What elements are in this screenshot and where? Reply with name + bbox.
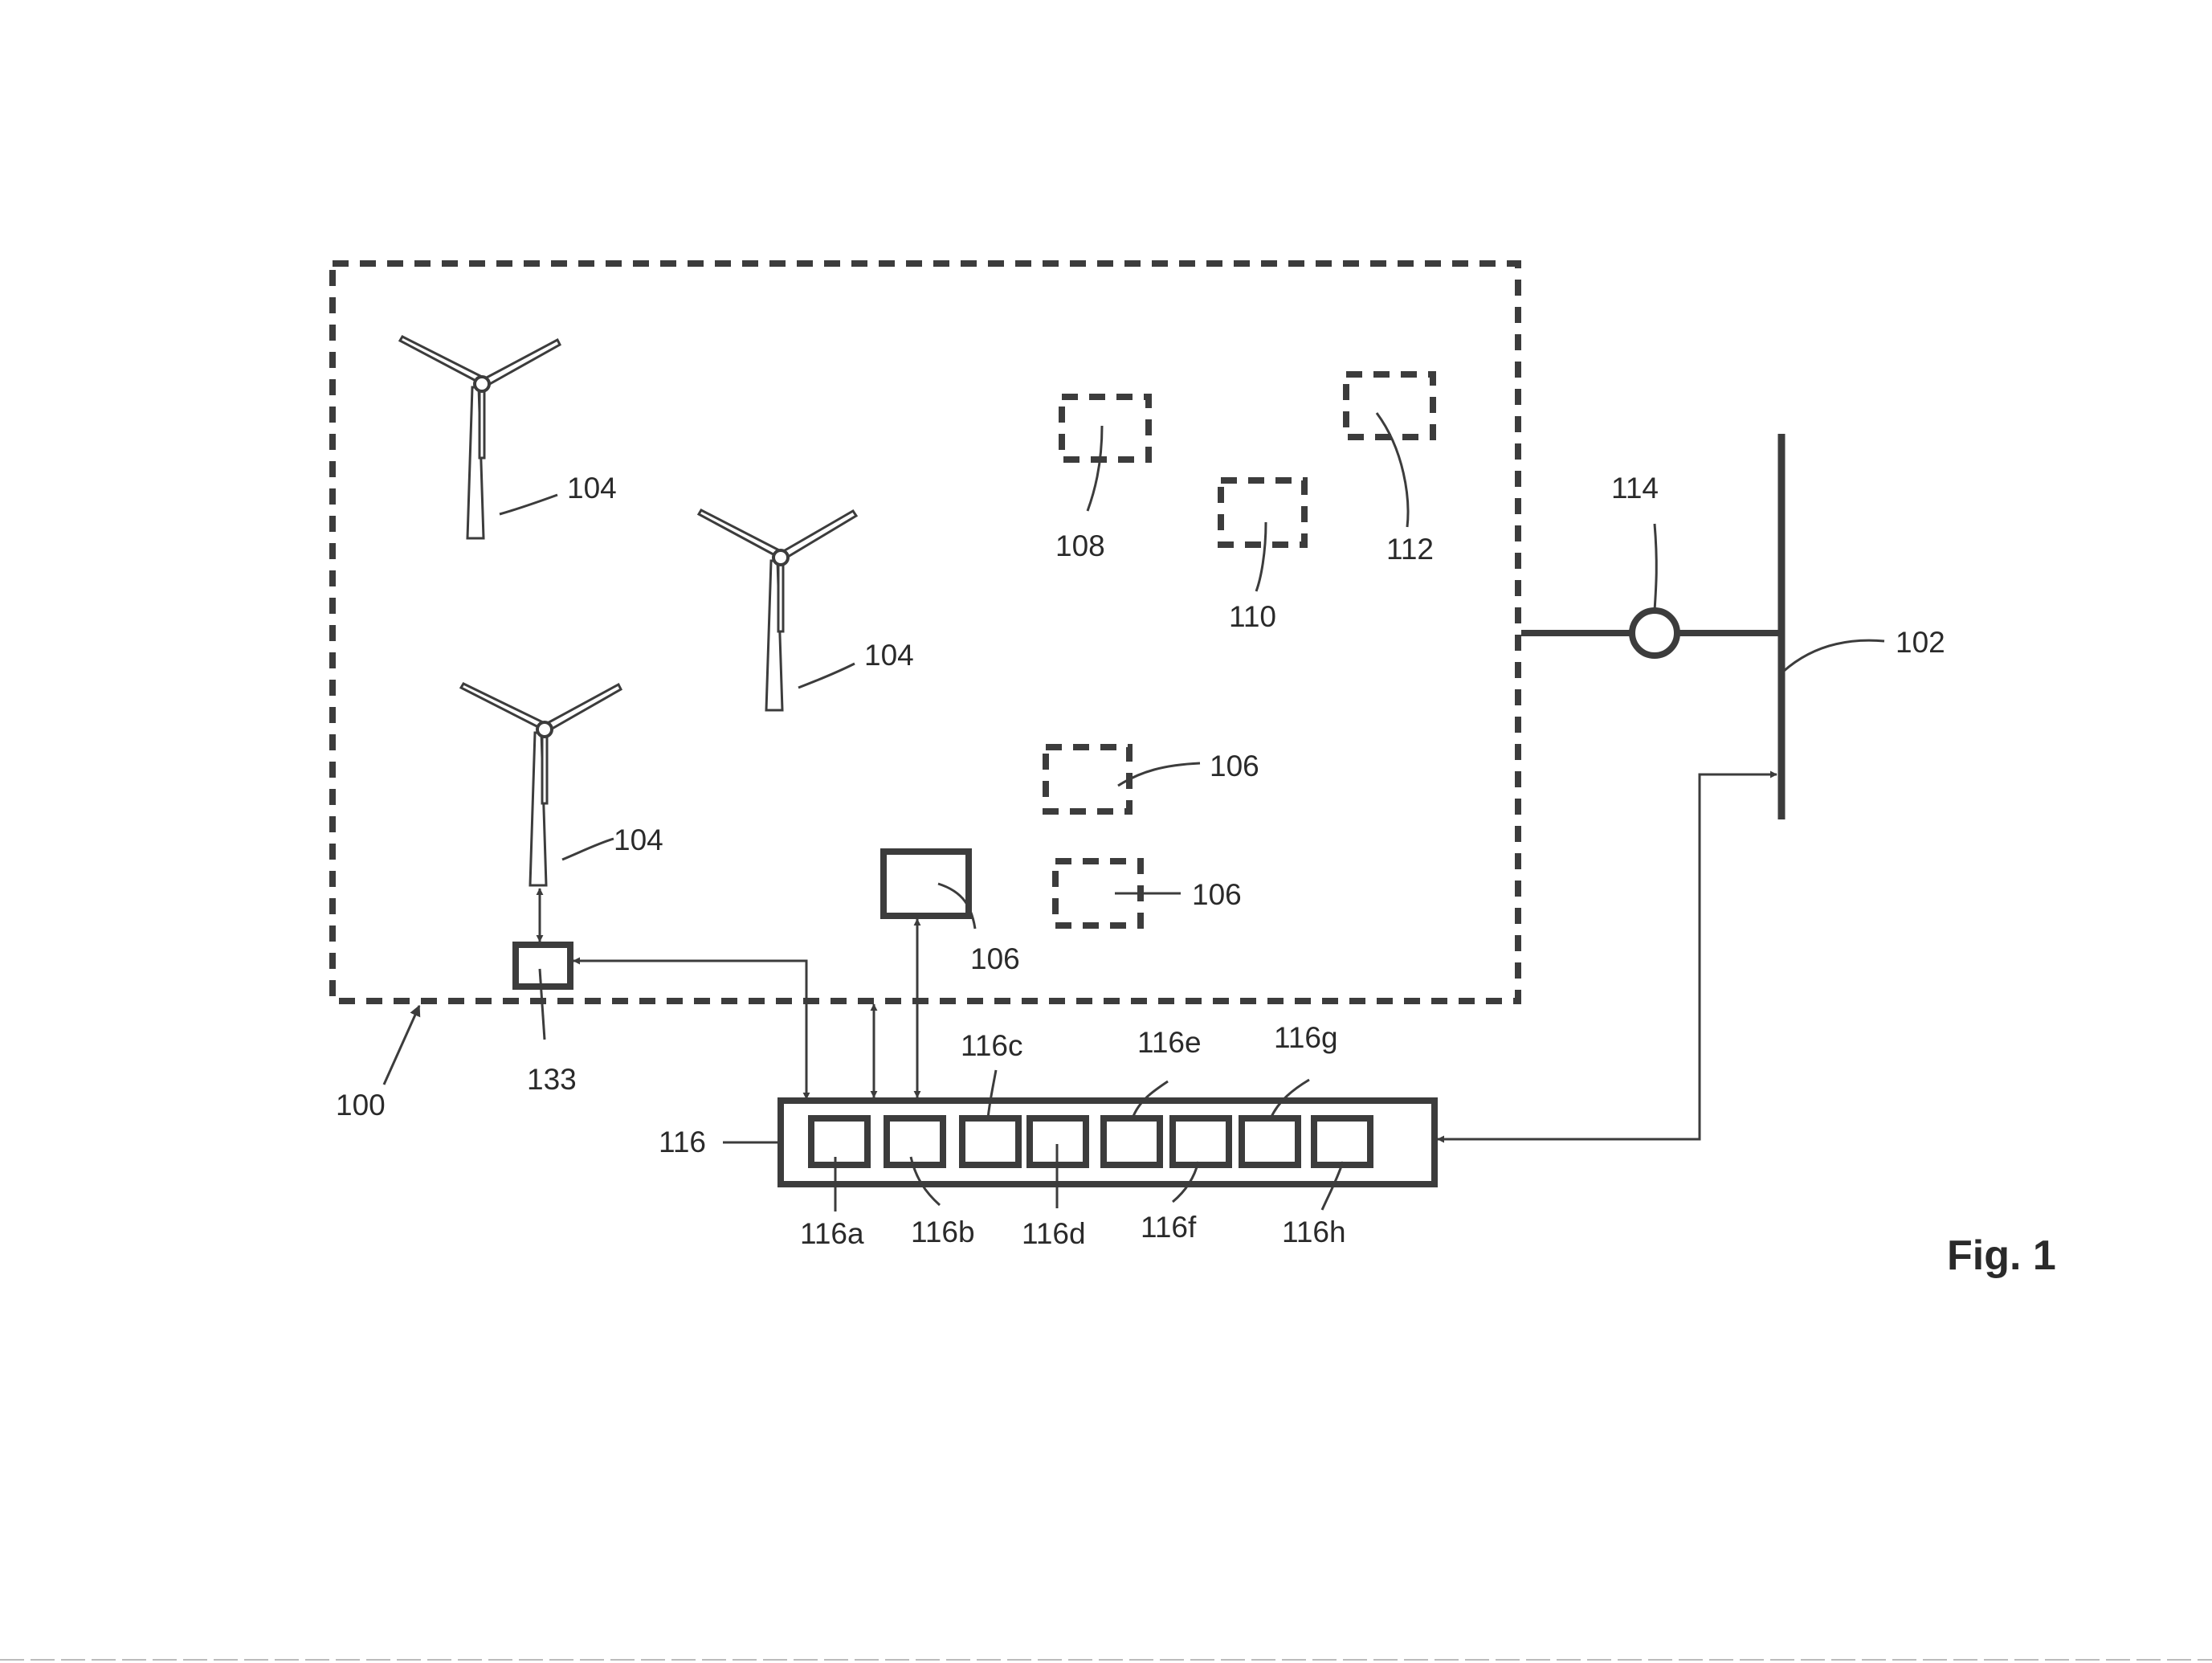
module-116a [808, 1115, 871, 1168]
label-116c: 116c [961, 1029, 1023, 1062]
module-116c [959, 1115, 1022, 1168]
turbine-controller-box [512, 942, 573, 990]
storage-106-c-box [880, 848, 972, 919]
leader-104-1 [499, 493, 558, 516]
figure-caption: Fig. 1 [1947, 1232, 2056, 1279]
leader-116h [1320, 1161, 1345, 1211]
label-116: 116 [659, 1126, 706, 1158]
leader-104-3 [561, 837, 614, 861]
module-116h [1311, 1115, 1373, 1168]
label-116a: 116a [800, 1217, 864, 1250]
component-108-box [1059, 394, 1152, 463]
component-112-box [1343, 371, 1436, 440]
meter-114-symbol [1629, 607, 1680, 659]
label-104-3: 104 [614, 823, 663, 856]
label-116f: 116f [1141, 1211, 1197, 1244]
leader-112 [1375, 412, 1410, 528]
leader-102 [1782, 639, 1885, 673]
storage-106-a-box [1043, 744, 1133, 815]
wind-turbine-3 [459, 682, 622, 887]
label-116b: 116b [911, 1216, 975, 1248]
label-100: 100 [336, 1089, 386, 1122]
label-133: 133 [527, 1063, 577, 1096]
leader-133 [538, 968, 546, 1040]
leader-108 [1086, 425, 1104, 512]
component-110-box [1218, 477, 1308, 548]
leader-104-2 [798, 662, 855, 689]
label-106-c: 106 [970, 942, 1020, 975]
module-116g [1239, 1115, 1301, 1168]
leader-110 [1255, 521, 1267, 592]
link-grid-to-controller [1437, 770, 1777, 1143]
label-116d: 116d [1022, 1217, 1086, 1250]
leader-106-c [937, 882, 977, 930]
label-106-a: 106 [1210, 750, 1259, 782]
label-116e: 116e [1137, 1026, 1202, 1059]
leader-114 [1653, 523, 1658, 611]
wind-turbine-2 [696, 509, 859, 712]
label-112: 112 [1386, 533, 1434, 566]
module-116f [1169, 1115, 1232, 1168]
controller-116-box [777, 1097, 1438, 1187]
leader-116b [909, 1156, 941, 1207]
label-116h: 116h [1282, 1216, 1346, 1248]
leader-106-a [1117, 762, 1201, 787]
leader-116f [1172, 1161, 1200, 1203]
label-108: 108 [1055, 529, 1105, 562]
leader-116c [986, 1069, 998, 1119]
module-116e [1100, 1115, 1163, 1168]
leader-116g [1269, 1078, 1310, 1119]
label-116g: 116g [1274, 1021, 1338, 1054]
label-114: 114 [1611, 472, 1659, 505]
leader-116e [1131, 1080, 1169, 1119]
wind-turbine-1 [398, 335, 561, 540]
module-116b [884, 1115, 946, 1168]
label-110: 110 [1229, 600, 1276, 633]
label-104-2: 104 [864, 639, 914, 672]
link-controller-to-133 [573, 957, 810, 1100]
leader-100 [382, 1004, 421, 1085]
wind-park-boundary [329, 260, 1521, 1004]
label-102: 102 [1896, 626, 1945, 659]
label-106-b: 106 [1192, 878, 1242, 911]
label-104-1: 104 [567, 472, 617, 505]
